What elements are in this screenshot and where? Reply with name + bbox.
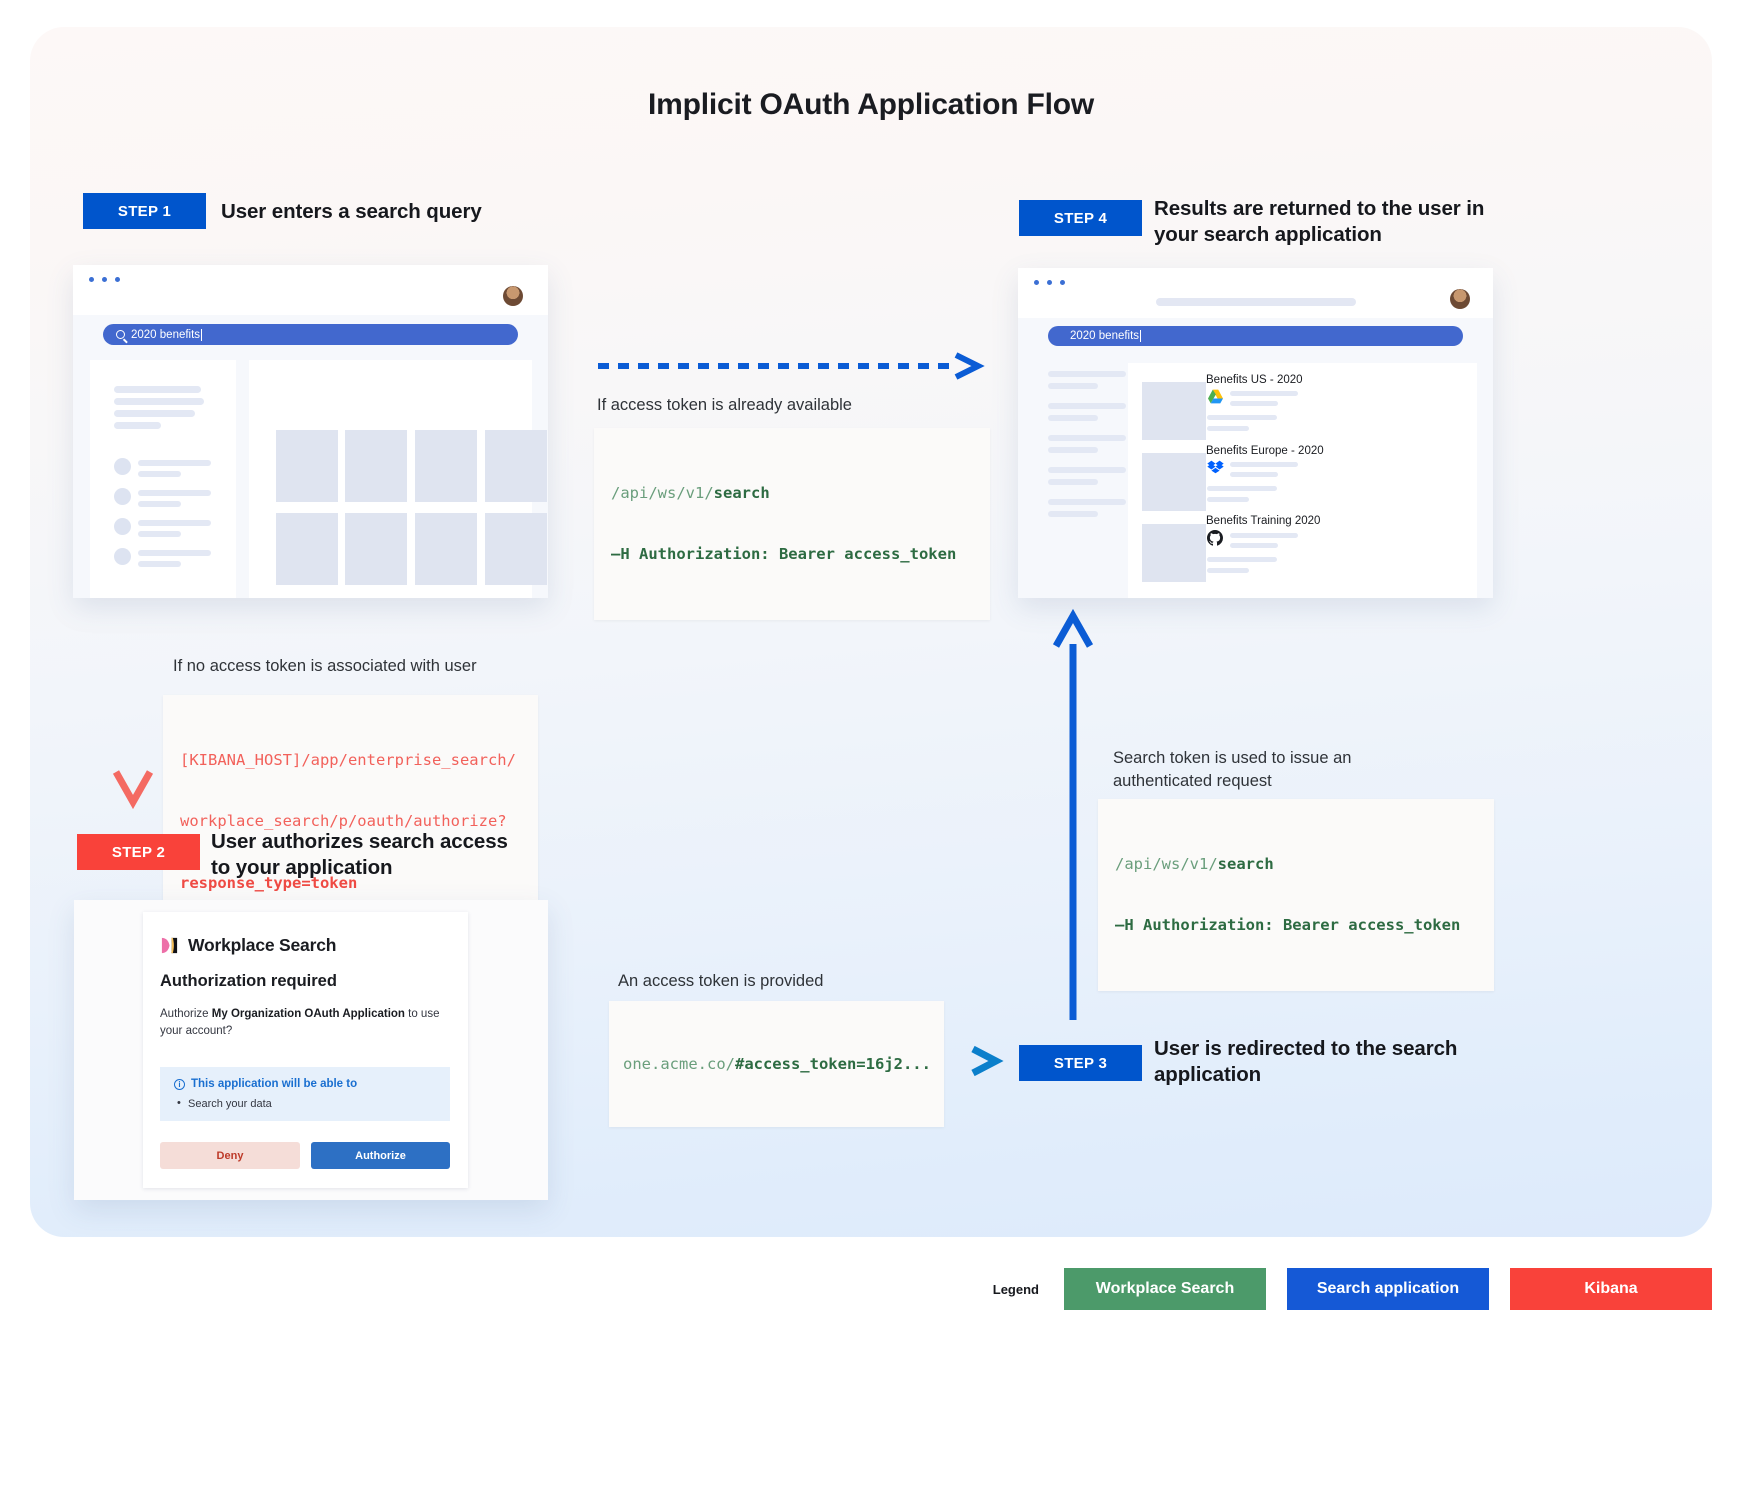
dropbox-icon <box>1207 460 1224 474</box>
callout-heading-row: i This application will be able to <box>174 1078 436 1090</box>
code-path: /api/ws/v1/ <box>611 483 714 502</box>
arrow-token-available <box>598 352 985 380</box>
auth-body-post: to use your account? <box>160 1008 440 1037</box>
result-title-3: Benefits Training 2020 <box>1206 515 1321 527</box>
step-4-badge: STEP 4 <box>1019 200 1142 236</box>
avatar <box>503 286 523 306</box>
code-line-2: workplace_search/p/oauth/authorize? <box>180 812 507 831</box>
step-2-badge: STEP 2 <box>77 834 200 870</box>
code-endpoint: search <box>713 483 770 502</box>
search-input-step4[interactable]: 2020 benefits <box>1048 326 1463 346</box>
search-query-text: 2020 benefits <box>131 328 201 341</box>
legend-chip-workplace-search: Workplace Search <box>1064 1268 1266 1310</box>
info-icon: i <box>174 1078 185 1090</box>
step-1-title: User enters a search query <box>221 200 482 223</box>
result-thumbnail <box>1142 524 1206 582</box>
browser-mockup-step1: 2020 benefits <box>73 265 548 598</box>
authorize-button[interactable]: Authorize <box>311 1142 450 1169</box>
step-4-title-line1: Results are returned to the user in <box>1154 197 1485 220</box>
sidebar-facets <box>1048 363 1126 563</box>
arrow-authenticated-request <box>1052 608 1094 1020</box>
code-line-3: response_type=token <box>180 873 358 892</box>
code-path: /api/ws/v1/ <box>1115 854 1218 873</box>
window-dots <box>1034 280 1065 285</box>
caption-authenticated-request: Search token is used to issue an authent… <box>1113 747 1453 793</box>
auth-body: Authorize My Organization OAuth Applicat… <box>160 1006 450 1039</box>
step-4-title: Results are returned to the user in your… <box>1154 196 1514 248</box>
search-input-step1[interactable]: 2020 benefits <box>103 324 518 345</box>
result-title-2: Benefits Europe - 2020 <box>1206 445 1324 457</box>
step-2-title-line2: to your application <box>211 856 393 880</box>
avatar <box>1450 289 1470 309</box>
auth-body-pre: Authorize <box>160 1008 212 1020</box>
step-2-title-line1: User authorizes search access <box>211 830 508 853</box>
callout-heading: This application will be able to <box>191 1078 358 1090</box>
step-3-badge: STEP 3 <box>1019 1045 1142 1081</box>
caption-auth-line2: authenticated request <box>1113 771 1272 790</box>
browser-mockup-step4: 2020 benefits Benefits US - 2020 <box>1018 268 1493 598</box>
code-block-search-request-bottom: /api/ws/v1/search –H Authorization: Bear… <box>1098 799 1494 991</box>
deny-button[interactable]: Deny <box>160 1142 300 1169</box>
window-dots <box>89 277 120 282</box>
code-endpoint: search <box>1217 854 1274 873</box>
step-3-title-line1: User is redirected to the search <box>1154 1037 1458 1060</box>
results-grid <box>249 360 547 598</box>
search-icon <box>116 330 125 339</box>
result-thumbnail <box>1142 382 1206 440</box>
arrow-no-token <box>112 614 154 810</box>
auth-app-name: My Organization OAuth Application <box>211 1008 405 1020</box>
url-bar-placeholder <box>1156 298 1356 306</box>
caption-token-provided: An access token is provided <box>618 972 824 990</box>
arrow-token-provided <box>594 1045 1004 1077</box>
step-1-badge: STEP 1 <box>83 193 206 229</box>
caption-auth-line1: Search token is used to issue an <box>1113 749 1352 767</box>
result-thumbnail <box>1142 453 1206 511</box>
legend-chip-search-application: Search application <box>1287 1268 1489 1310</box>
step-2-title: User authorizes search access to your ap… <box>211 829 591 881</box>
legend-chip-kibana: Kibana <box>1510 1268 1712 1310</box>
legend: Legend Workplace Search Search applicati… <box>0 1268 1742 1310</box>
permissions-callout: i This application will be able to Searc… <box>160 1067 450 1121</box>
step-3-title-line2: application <box>1154 1063 1262 1087</box>
code-header: –H Authorization: Bearer access_token <box>611 545 957 564</box>
sidebar-facets <box>90 360 236 598</box>
github-icon <box>1207 530 1223 546</box>
workplace-search-logo-icon <box>160 936 179 955</box>
auth-heading: Authorization required <box>160 972 337 990</box>
result-title-1: Benefits US - 2020 <box>1206 374 1303 386</box>
step-4-title-line2: your search application <box>1154 223 1382 247</box>
callout-item: Search your data <box>174 1097 436 1110</box>
brand-label: Workplace Search <box>188 935 337 955</box>
page-title: Implicit OAuth Application Flow <box>648 88 1094 121</box>
caption-token-available: If access token is already available <box>597 396 852 414</box>
auth-dialog-card: Workplace Search Authorization required … <box>143 912 468 1188</box>
code-block-search-request-top: /api/ws/v1/search –H Authorization: Bear… <box>594 428 990 620</box>
step-3-title: User is redirected to the search applica… <box>1154 1036 1514 1088</box>
caption-no-token: If no access token is associated with us… <box>173 657 477 675</box>
google-drive-icon <box>1208 389 1223 404</box>
search-query-text: 2020 benefits <box>1070 330 1140 342</box>
code-header: –H Authorization: Bearer access_token <box>1115 916 1461 935</box>
code-line-1: [KIBANA_HOST]/app/enterprise_search/ <box>180 750 516 769</box>
workplace-search-brand: Workplace Search <box>160 935 336 956</box>
legend-label: Legend <box>992 1281 1039 1297</box>
